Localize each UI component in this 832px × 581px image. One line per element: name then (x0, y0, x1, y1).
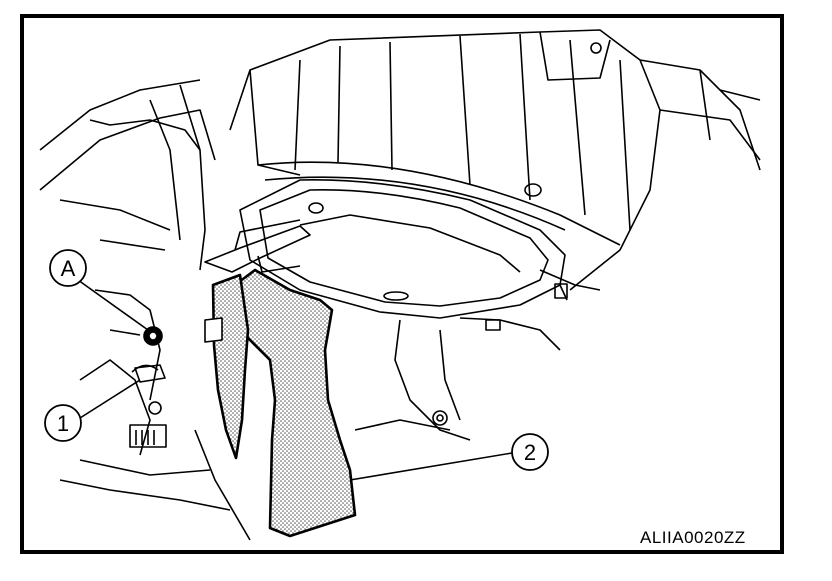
leader-line-2 (349, 452, 513, 481)
callout-a-label: A (61, 256, 76, 281)
diagram-frame (20, 14, 784, 554)
leader-line-a (77, 279, 149, 331)
lower-case-area (354, 317, 561, 441)
callout-2-label: 2 (524, 440, 536, 465)
callout-a: A (49, 249, 87, 287)
connector-bracket (204, 219, 311, 273)
figure-code: ALIIA0020ZZ (640, 528, 746, 547)
side-duct (211, 273, 250, 460)
callout-1: 1 (44, 404, 82, 442)
callout-2: 2 (511, 433, 549, 471)
leader-line-1 (79, 379, 141, 419)
blower-cover-plate (239, 179, 601, 319)
callout-1-label: 1 (57, 411, 69, 436)
heater-unit-housing (229, 29, 761, 291)
instrument-panel-structure (39, 79, 251, 541)
